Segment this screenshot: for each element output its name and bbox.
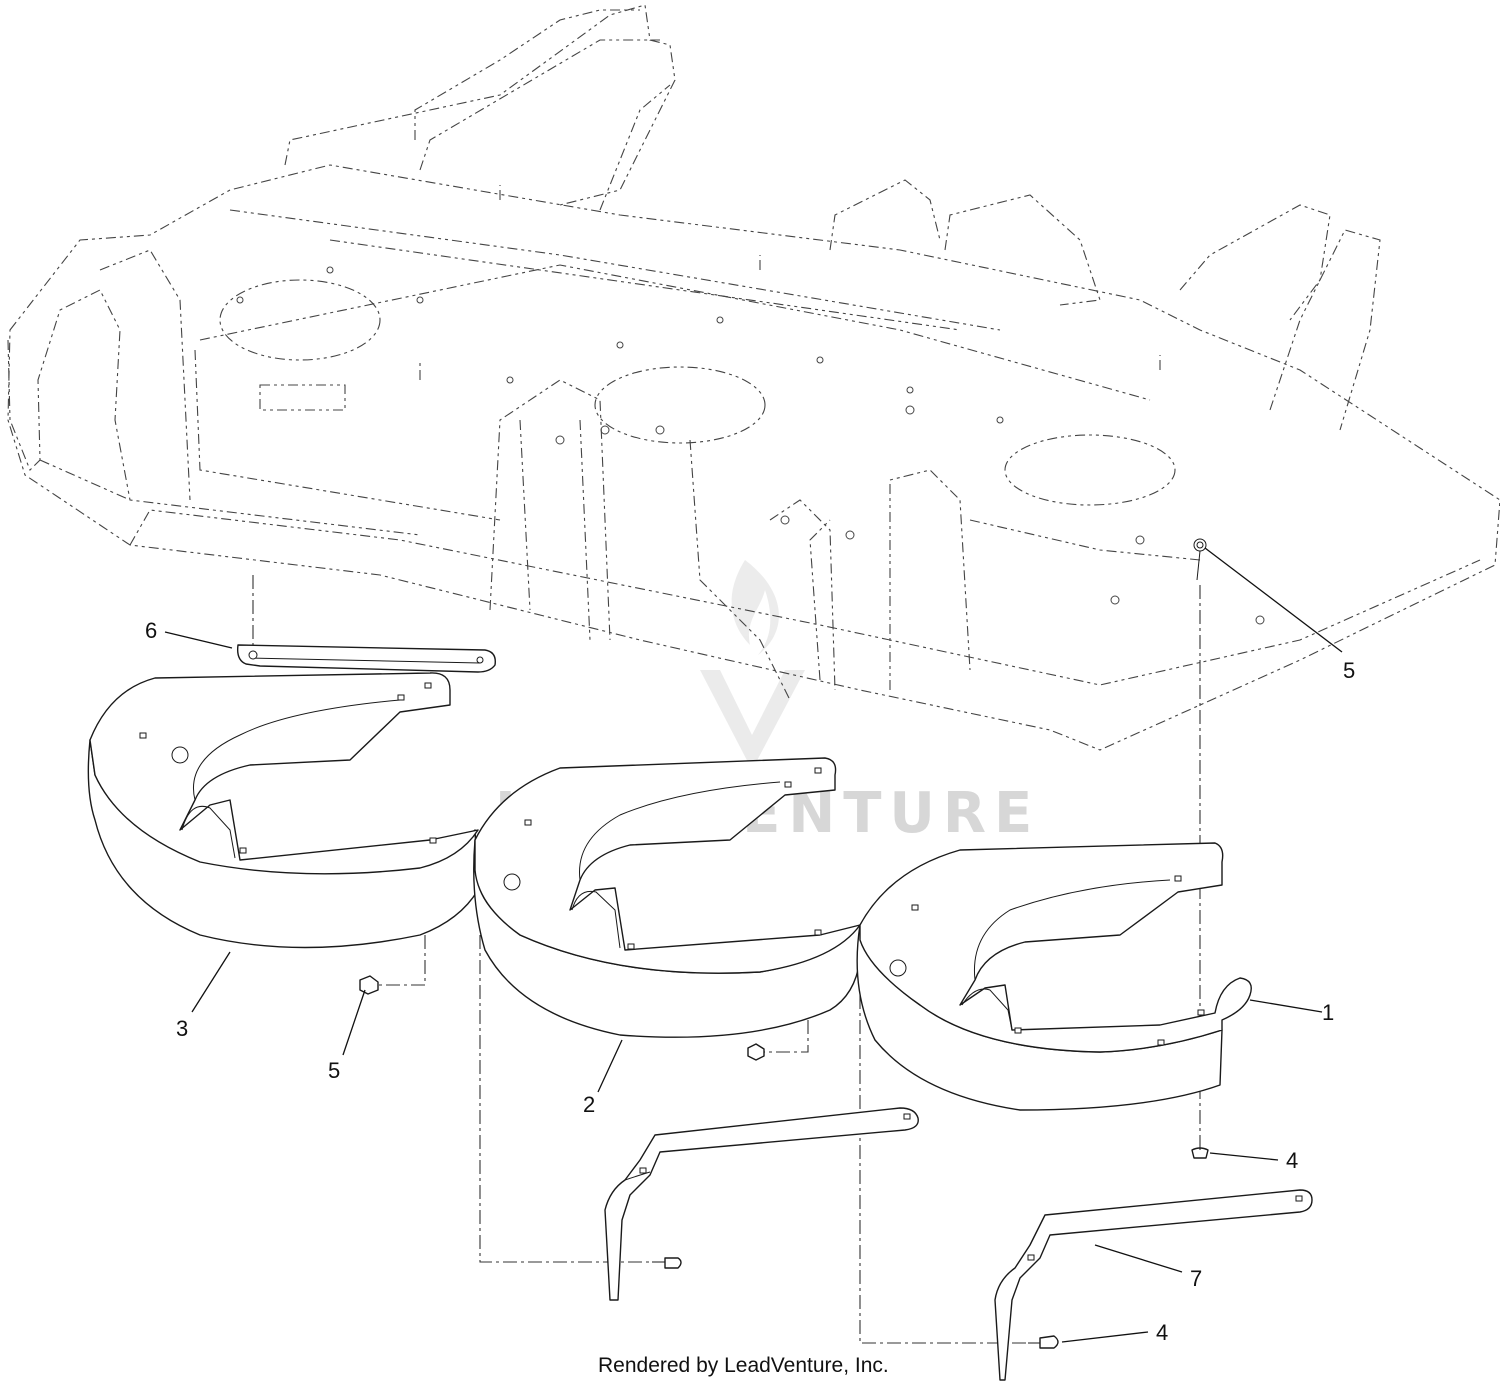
callout-5-lower[interactable]: 5: [328, 1058, 340, 1083]
part-3-left-baffle: [87, 672, 479, 949]
callout-4-upper[interactable]: 4: [1286, 1148, 1298, 1173]
part-7-baffle-support-right: [994, 1189, 1313, 1381]
part-5-flange-nut-middle: [747, 1043, 765, 1061]
mower-deck-phantom: [7, 4, 1500, 751]
callout-7[interactable]: 7: [1190, 1266, 1202, 1291]
callout-2[interactable]: 2: [583, 1092, 595, 1117]
part-1-right-baffle: [856, 842, 1252, 1111]
callout-leaders: [164, 547, 1343, 1343]
part-5-flange-nut-left: [359, 975, 379, 995]
callout-1[interactable]: 1: [1322, 1000, 1334, 1025]
part-7-baffle-support-left: [604, 1107, 919, 1301]
callout-5-upper[interactable]: 5: [1343, 658, 1355, 683]
callout-3[interactable]: 3: [176, 1016, 188, 1041]
callout-4-lower[interactable]: 4: [1156, 1320, 1168, 1345]
part-2-middle-baffle: [473, 757, 861, 1038]
part-6-baffle-bracket: [236, 644, 496, 673]
part-4-carriage-bolt-lower-right: [1028, 1335, 1059, 1349]
part-4-carriage-bolt-right: [1191, 1140, 1209, 1159]
rendered-by-footer: Rendered by LeadVenture, Inc.: [598, 1354, 889, 1377]
watermark-logo: [700, 560, 805, 770]
part-4-carriage-bolt-lower-left: [652, 1257, 682, 1269]
callout-6[interactable]: 6: [145, 618, 157, 643]
